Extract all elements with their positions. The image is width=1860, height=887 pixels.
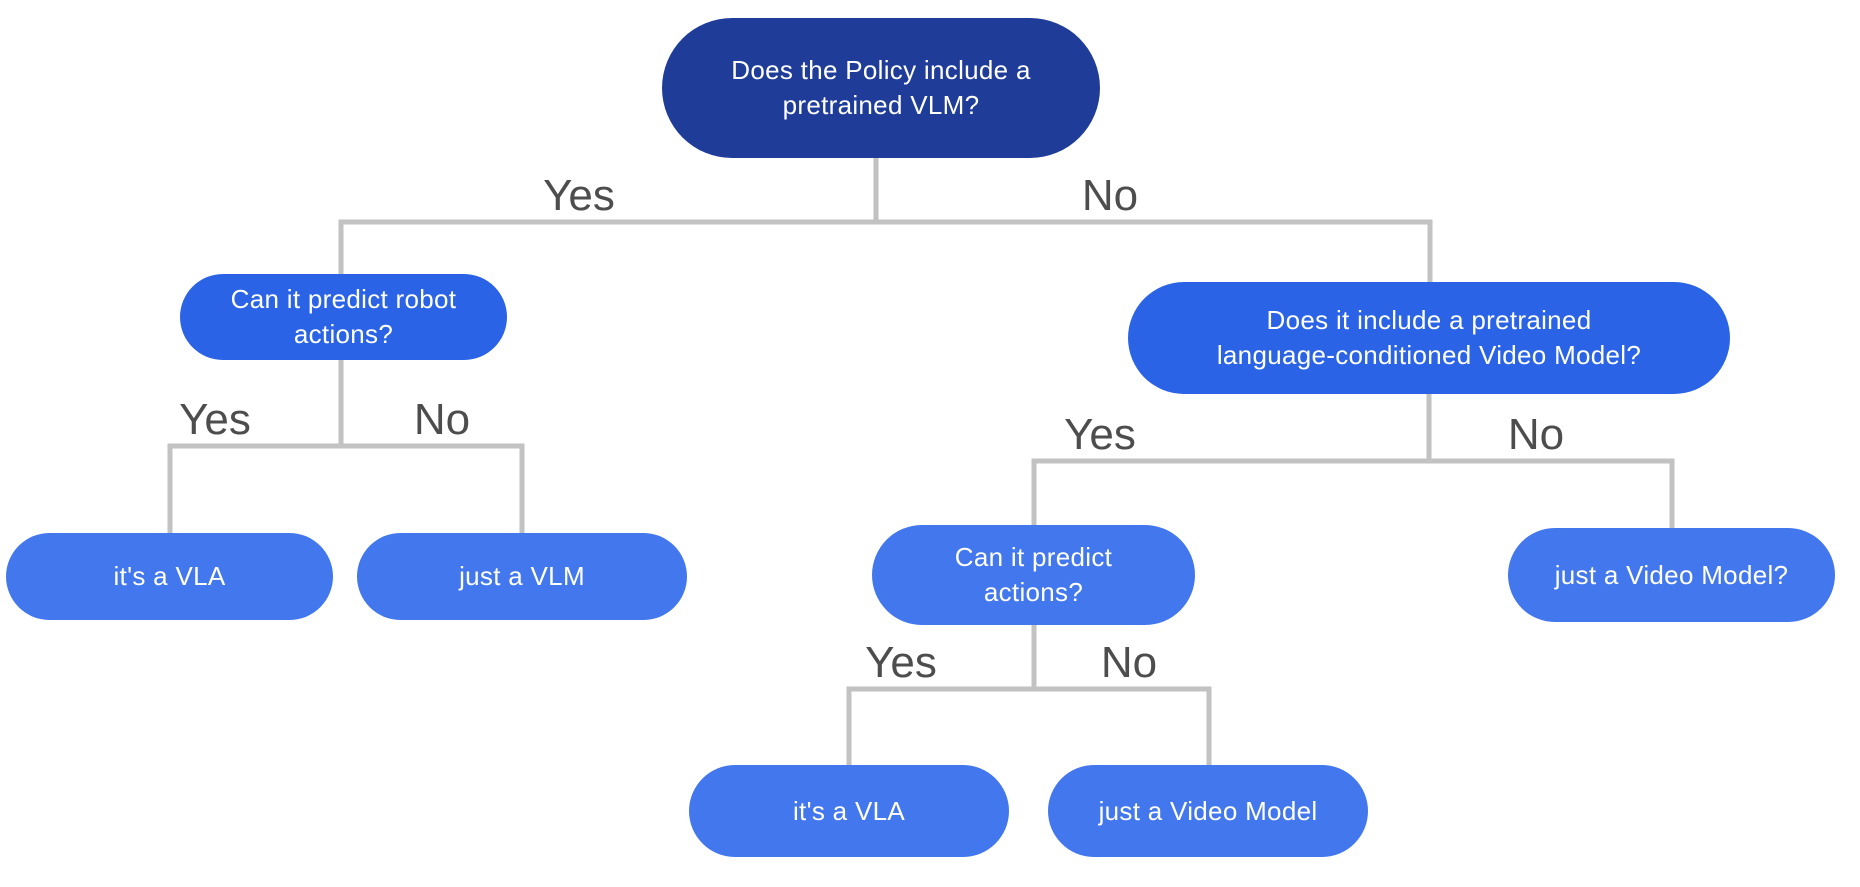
node-can-predict-actions-label: Can it predict actions?	[954, 542, 1113, 607]
edge-label-left-yes: Yes	[179, 395, 251, 444]
node-includes-video-model: Does it include a pretrained language-co…	[1128, 282, 1730, 394]
edge-right-split	[1031, 458, 1675, 532]
node-leaf-just-a-vlm: just a VLM	[357, 533, 687, 620]
edge-label-right-yes: Yes	[1064, 410, 1136, 459]
edge-left-split	[167, 443, 525, 537]
node-includes-video-model-label: Does it include a pretrained language-co…	[1216, 305, 1642, 370]
edge-label-root-yes: Yes	[543, 171, 615, 220]
node-leaf-just-a-vlm-label: just a VLM	[459, 561, 585, 591]
node-can-predict-robot-actions: Can it predict robot actions?	[180, 274, 507, 360]
edge-label-left-no: No	[413, 395, 471, 444]
edge-label-bottom-no: No	[1100, 638, 1158, 687]
node-can-predict-actions: Can it predict actions?	[872, 525, 1195, 625]
edge-label-bottom-yes: Yes	[865, 638, 937, 687]
node-leaf-its-a-vla-bottom-label: it's a VLA	[792, 795, 905, 826]
node-leaf-its-a-vla-left-label: it's a VLA	[113, 561, 226, 591]
node-leaf-its-a-vla-bottom: it's a VLA	[689, 765, 1009, 857]
node-leaf-just-a-video-model-q-label: just a Video Model?	[1554, 559, 1789, 590]
node-root-question: Does the Policy include a pretrained VLM…	[662, 18, 1100, 158]
node-leaf-its-a-vla-left: it's a VLA	[6, 533, 333, 620]
edge-bottom-split	[846, 686, 1212, 768]
edge-label-right-no: No	[1507, 410, 1565, 459]
node-can-predict-robot-actions-label: Can it predict robot actions?	[230, 284, 457, 349]
node-leaf-just-a-video-model-q: just a Video Model?	[1508, 528, 1835, 622]
edge-label-root-no: No	[1081, 171, 1139, 220]
node-leaf-just-a-video-model-label: just a Video Model	[1098, 795, 1318, 826]
edge-top-split	[338, 219, 1433, 286]
node-leaf-just-a-video-model: just a Video Model	[1048, 765, 1368, 857]
node-root-question-label: Does the Policy include a pretrained VLM…	[731, 55, 1031, 120]
